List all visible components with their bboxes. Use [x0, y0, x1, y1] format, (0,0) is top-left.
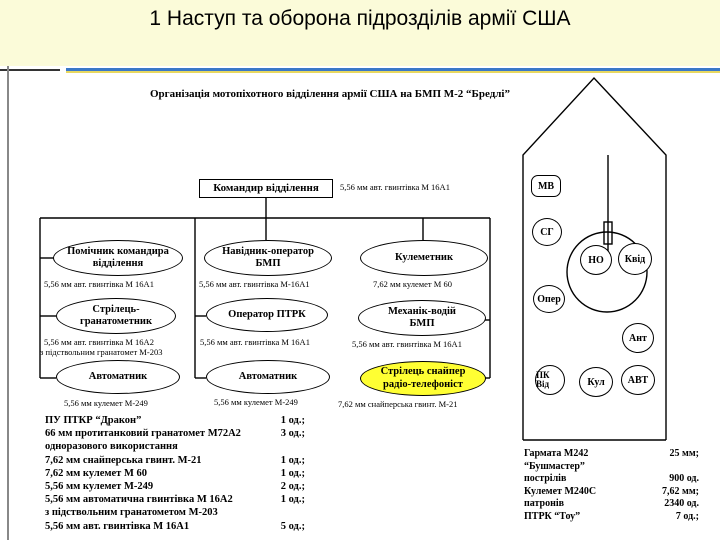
commander-weapon: 5,56 мм авт. гвинтівка М 16А1 — [340, 182, 450, 192]
grenadier-node: Стрілець-гранатометник — [56, 298, 176, 334]
node-weapon-extra: з підствольним гранатомет М-203 — [40, 347, 163, 357]
seat-kul: Кул — [579, 367, 613, 397]
list-item: з підствольним гранатометом М-203 — [45, 507, 218, 519]
node-label: Стрілець- — [92, 303, 140, 315]
list-item: одноразового використання — [45, 441, 178, 453]
slide-header: 1 Наступ та оборона підрозділів армії СШ… — [0, 0, 720, 66]
slide-title: 1 Наступ та оборона підрозділів армії СШ… — [149, 7, 571, 30]
list-item: ПУ ПТКР “Дракон”1 од.; — [45, 415, 305, 426]
side-line — [7, 66, 9, 540]
node-weapon: 5,56 мм авт. гвинтівка М 16А1 — [200, 337, 310, 347]
header-rule-left — [0, 69, 60, 71]
seat-mv: МВ — [531, 175, 561, 197]
automatic-rifleman-node-1: Автоматник — [56, 360, 180, 394]
automatic-rifleman-node-2: Автоматник — [206, 360, 330, 394]
seat-oper: Опер — [533, 285, 565, 313]
seat-pk-vid: ПК Від — [535, 365, 565, 395]
node-weapon: 7,62 мм кулемет М 60 — [373, 279, 452, 289]
node-weapon: 5,56 мм авт. гвинтівка М 16А2 — [44, 337, 154, 347]
node-label: Автоматник — [238, 370, 298, 382]
node-label: БМП — [255, 258, 281, 269]
node-label: відділення — [92, 258, 144, 269]
node-label: БМП — [409, 318, 435, 329]
node-weapon: 5,56 мм кулемет М-249 — [64, 398, 148, 408]
list-item: ПТРК “Тоу”7 од.; — [524, 510, 699, 522]
node-label: Стрілець снайпер — [380, 366, 466, 378]
atgm-operator-node: Оператор ПТРК — [206, 298, 328, 332]
seat-no: НО — [580, 245, 612, 275]
node-label: радіо-телефоніст — [383, 378, 463, 390]
node-weapon: 5,56 мм авт. гвинтівка М-16А1 — [199, 279, 310, 289]
seat-ant: Ант — [622, 323, 654, 353]
header-rule-yellow — [66, 71, 720, 73]
node-label: гранатометник — [79, 316, 153, 327]
node-label: Автоматник — [88, 370, 148, 382]
node-label: Кулеметник — [394, 251, 453, 263]
machine-gunner-node: Кулеметник — [360, 240, 488, 276]
node-label: Механік-водій — [388, 305, 456, 317]
commander-box: Командир відділення — [199, 179, 333, 198]
node-weapon: 5,56 мм авт. гвинтівка М 16А1 — [44, 279, 154, 289]
diagram-title: Організація мотопіхотного відділення арм… — [150, 88, 510, 100]
equipment-list: ПУ ПТКР “Дракон”1 од.; 66 мм протитанков… — [45, 414, 305, 533]
seat-kvid: Квід — [618, 243, 652, 275]
list-item: “Бушмастер” — [524, 460, 585, 472]
commander-label: Командир відділення — [213, 182, 319, 194]
header-rule-blue — [66, 68, 720, 71]
node-weapon: 5,56 мм авт. гвинтівка М 16А1 — [352, 339, 462, 349]
seat-avt: АВТ — [621, 365, 655, 395]
node-weapon: 7,62 мм снайперська гвинт. М-21 — [338, 399, 458, 409]
node-weapon: 5,56 мм кулемет М-249 — [214, 397, 298, 407]
node-label: Помічник командира — [67, 245, 169, 257]
node-label: Навідник-оператор — [222, 245, 314, 257]
seat-sg: СГ — [532, 218, 562, 246]
node-label: Оператор ПТРК — [228, 308, 306, 320]
